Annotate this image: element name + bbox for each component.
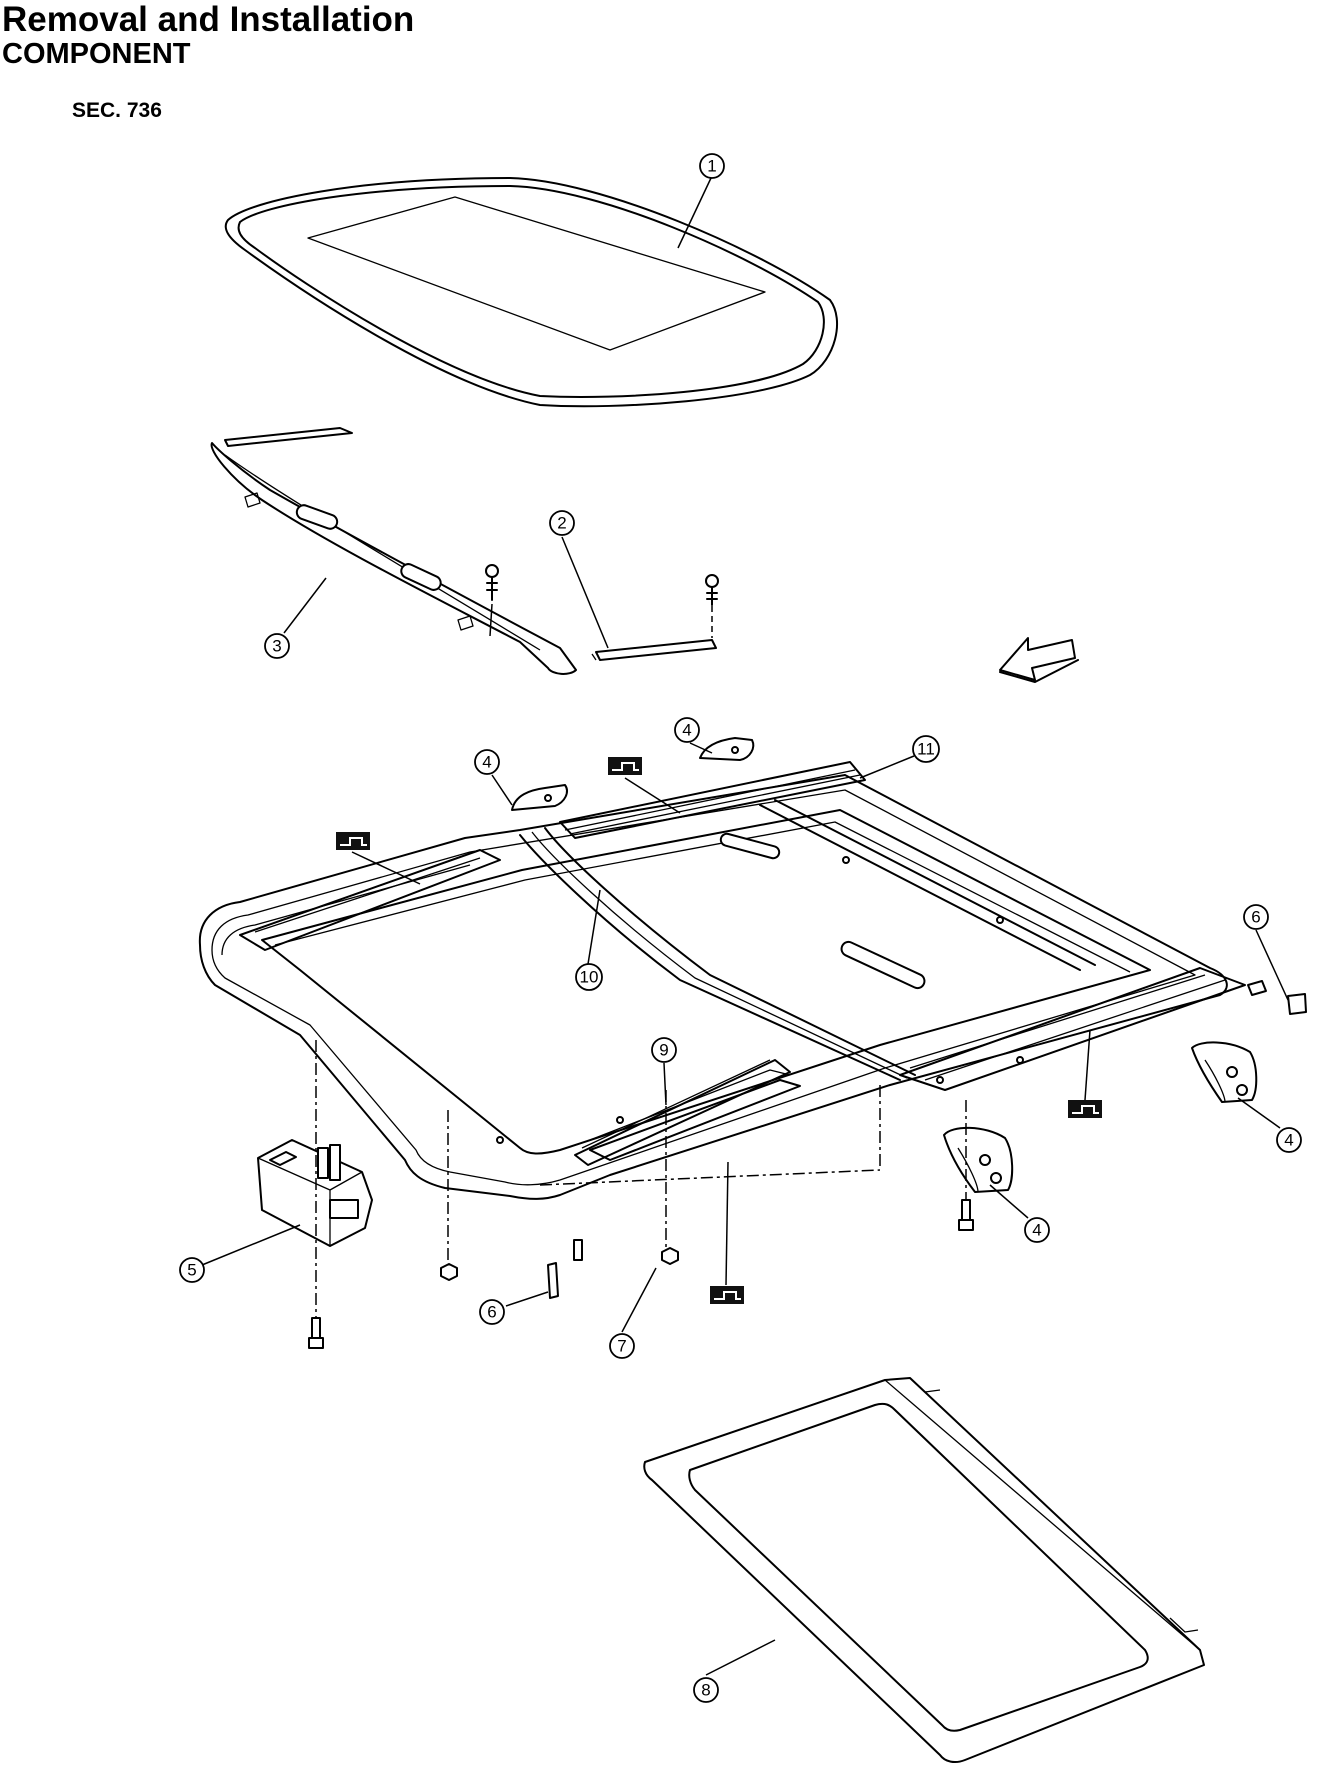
svg-text:4: 4 [682, 721, 691, 740]
sunshade [643, 1377, 1205, 1764]
callout-4b: 4 [674, 717, 700, 743]
svg-text:8: 8 [701, 1681, 710, 1700]
front-direction-arrow-icon [999, 637, 1079, 683]
svg-text:9: 9 [659, 1041, 668, 1060]
grease-point-icon [336, 757, 1102, 1304]
page-title: Removal and Installation [2, 0, 415, 39]
drain-hose [547, 993, 1307, 1299]
frame-assembly [198, 761, 1267, 1261]
svg-text:10: 10 [580, 968, 599, 987]
callout-6b: 6 [479, 1299, 505, 1325]
svg-text:6: 6 [1251, 908, 1260, 927]
bracket-4c [1191, 1041, 1258, 1103]
svg-text:7: 7 [617, 1337, 626, 1356]
nut-icon [440, 1247, 679, 1281]
svg-text:1: 1 [707, 157, 716, 176]
motor [257, 1139, 373, 1247]
svg-text:4: 4 [1032, 1221, 1041, 1240]
bolt-icon [308, 1199, 974, 1349]
callout-1: 1 [699, 153, 725, 179]
callout-11: 11 [912, 735, 940, 763]
callout-7: 7 [609, 1333, 635, 1359]
callout-2: 2 [549, 510, 575, 536]
callout-3: 3 [264, 633, 290, 659]
page-subtitle: COMPONENT [2, 38, 191, 70]
bracket-4d [943, 1126, 1014, 1193]
svg-text:11: 11 [917, 740, 935, 759]
svg-text:5: 5 [187, 1261, 196, 1280]
leader-lines [201, 177, 1289, 1676]
svg-text:2: 2 [557, 514, 566, 533]
bracket-4a [511, 784, 568, 811]
callout-4a: 4 [474, 749, 500, 775]
svg-text:6: 6 [487, 1303, 496, 1322]
section-number: SEC. 736 [72, 99, 162, 122]
callout-8: 8 [693, 1677, 719, 1703]
glass-lid [224, 177, 839, 408]
assembly-lines [315, 1040, 967, 1318]
callout-4d: 4 [1024, 1217, 1050, 1243]
deflector [210, 427, 577, 675]
seal-strip [485, 564, 719, 661]
bracket-4b [699, 737, 755, 761]
callout-4c: 4 [1276, 1127, 1302, 1153]
svg-text:4: 4 [482, 753, 491, 772]
svg-text:4: 4 [1284, 1131, 1293, 1150]
callout-5: 5 [179, 1257, 205, 1283]
callout-9: 9 [651, 1037, 677, 1063]
callout-10: 10 [575, 963, 603, 991]
callout-6a: 6 [1243, 904, 1269, 930]
svg-text:3: 3 [272, 637, 281, 656]
screw-icon [485, 564, 719, 606]
